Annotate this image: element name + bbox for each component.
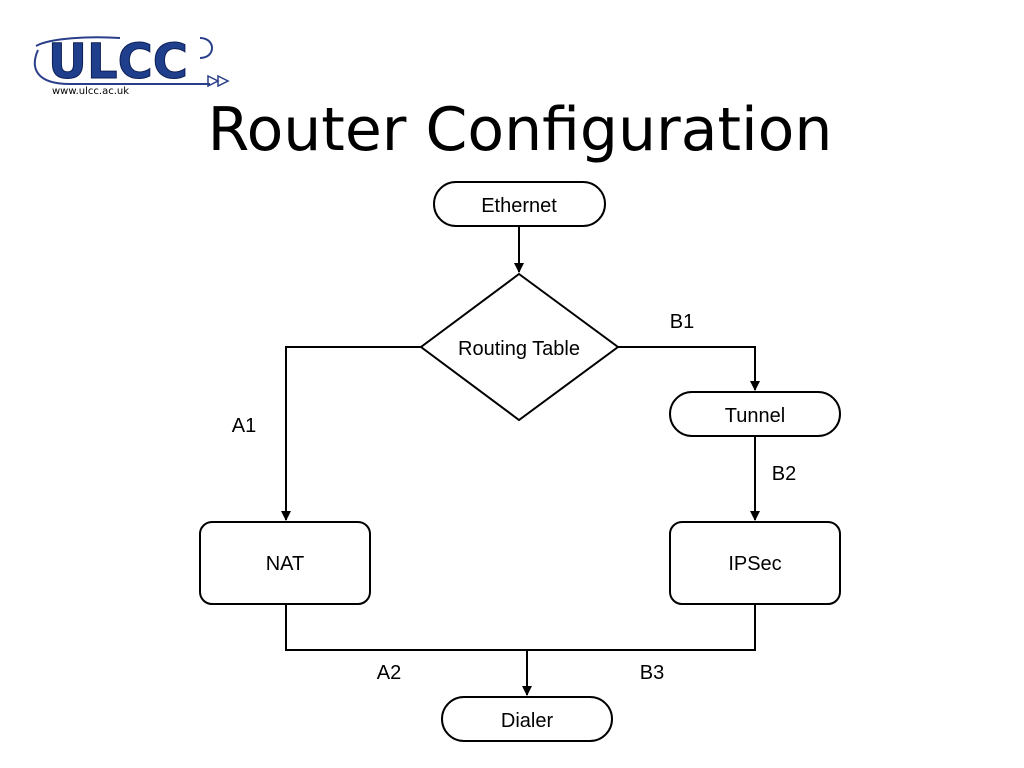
edge-a1 [281,346,421,521]
node-ethernet-label: Ethernet [481,195,557,217]
edge-b1-label: B1 [670,311,694,333]
edge-a1-label: A1 [232,415,256,437]
node-tunnel-label: Tunnel [725,405,785,427]
node-nat-label: NAT [266,553,305,575]
ulcc-logo: ULCC [33,34,230,91]
node-routing-table-label: Routing Table [458,338,580,360]
node-dialer [441,696,613,742]
node-ethernet [433,181,606,227]
edge-b3-label: B3 [640,662,664,684]
node-tunnel [669,391,841,437]
node-ipsec [669,521,841,605]
node-ipsec-label: IPSec [728,553,781,575]
node-dialer-label: Dialer [501,710,554,732]
slide-title: Router Configuration [207,95,833,165]
logo-url: www.ulcc.ac.uk [52,86,130,97]
node-routing-table [419,272,620,422]
edge-a2 [285,604,756,651]
logo-wordmark: ULCC [48,34,188,90]
edge-b1 [618,346,760,391]
edge-b2-label: B2 [772,463,796,485]
node-nat [199,521,371,605]
edge-a2-label: A2 [377,662,401,684]
